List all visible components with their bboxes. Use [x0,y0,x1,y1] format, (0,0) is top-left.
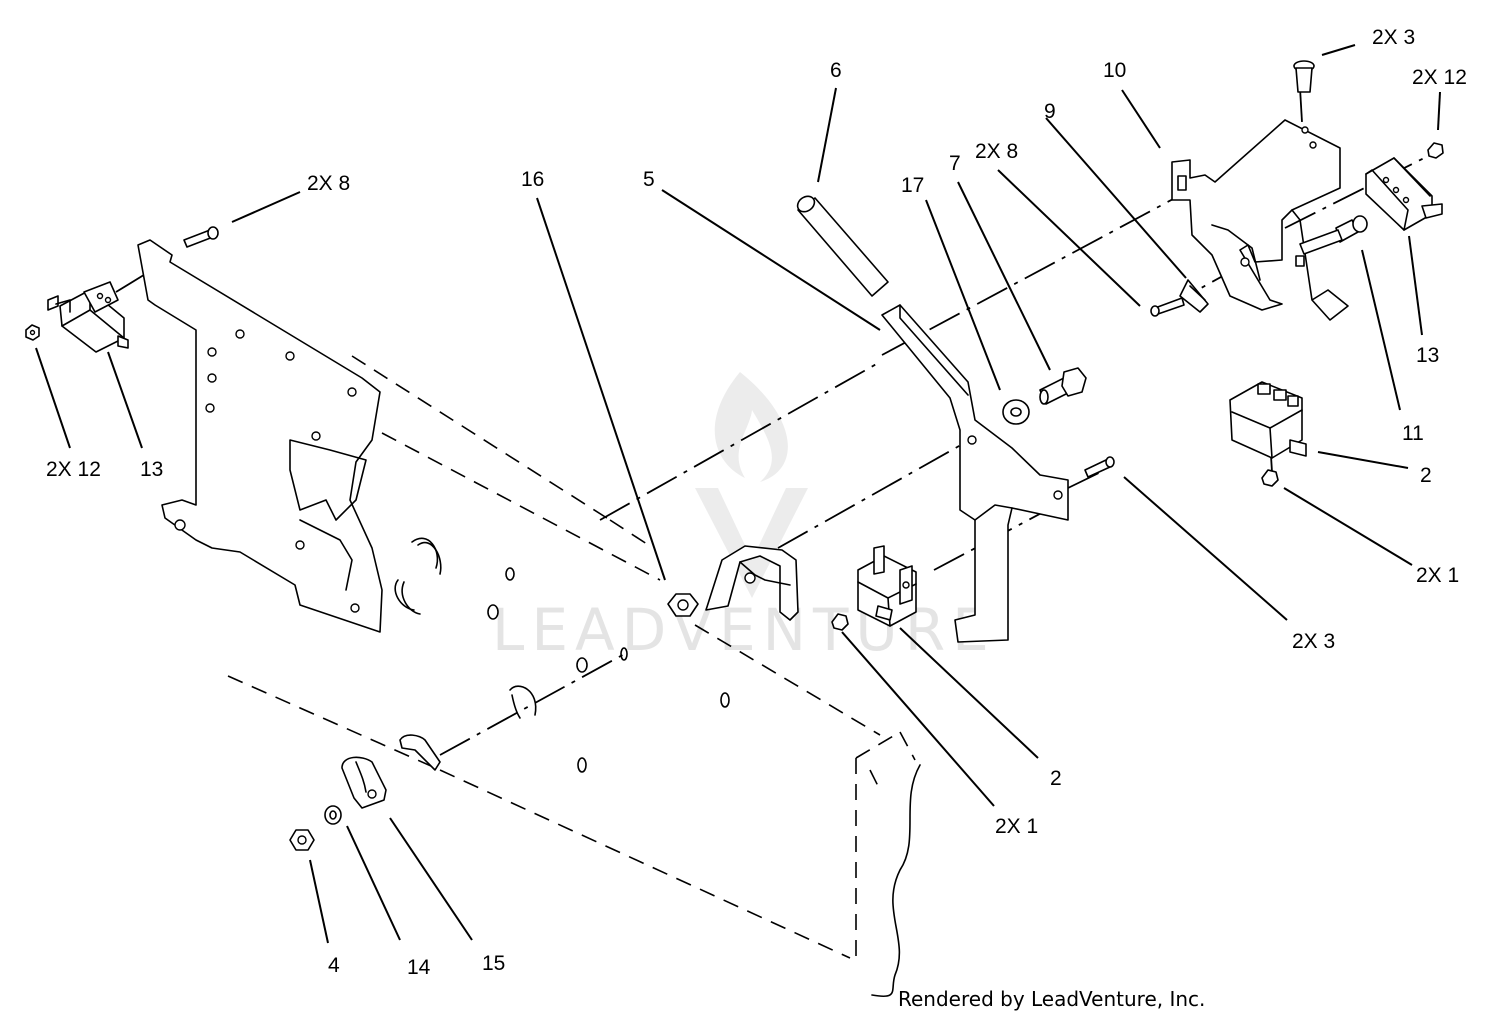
callout-2x12-left: 2X 12 [46,458,101,481]
callout-2x3-top: 2X 3 [1372,26,1415,49]
break-line [871,764,921,997]
nut-right-top [1427,142,1444,159]
nut-right-bottom [1261,469,1279,487]
bolt-left [183,226,219,248]
frame-outline-dashed [227,355,916,960]
wire-clip [399,734,441,771]
nut-mid [831,613,849,631]
callout-15: 15 [482,952,505,975]
callout-2x1-right: 2X 1 [1416,564,1459,587]
callout-11: 11 [1402,422,1424,445]
callout-2x8-left: 2X 8 [307,172,350,195]
leader-lines [35,44,1441,944]
callout-13-right: 13 [1416,344,1439,367]
callout-16: 16 [521,168,544,191]
bolt-7 [1039,367,1087,405]
nut-4 [289,829,315,851]
callout-2-mid: 2 [1050,767,1062,790]
callout-5: 5 [643,168,655,191]
bracket-10 [1171,119,1349,321]
callout-17: 17 [901,174,924,197]
frame-holes [394,537,730,773]
handle-grip [796,195,889,297]
switch-left [47,281,129,353]
watermark-v-icon [695,488,808,598]
bolt-8-mid [1150,297,1185,317]
credit-text: Rendered by LeadVenture, Inc. [898,987,1205,1011]
callout-9: 9 [1044,100,1056,123]
callout-2x3-mid: 2X 3 [1292,630,1335,653]
watermark-flame-icon [714,372,788,482]
callout-2x8-mid: 2X 8 [975,140,1018,163]
bolt-3-top [1293,60,1315,93]
leadventure-watermark: LEADVENTURE [492,372,989,664]
callout-10: 10 [1103,59,1126,82]
washer-14 [324,805,342,825]
callout-2x1-mid: 2X 1 [995,815,1038,838]
bolt-11 [1299,215,1368,255]
callout-7: 7 [949,152,961,175]
washer-17 [1002,399,1030,425]
nut-16 [667,593,699,617]
clip-9 [1179,279,1209,313]
left-side-plate [137,239,383,633]
bracket-16 [705,545,799,621]
nut-left [25,324,40,341]
callout-labels: 2X 3 2X 12 10 6 9 2X 8 7 17 5 16 2X 8 13… [46,26,1467,979]
callout-14: 14 [407,956,431,979]
switch-2-right [1229,381,1307,459]
alignment-lines [115,87,1441,756]
bolt-3-mid [1084,456,1115,478]
callout-2x12-right: 2X 12 [1412,66,1467,89]
switch-2-mid [857,545,917,627]
clamp-15 [341,756,387,809]
switch-right [1365,157,1443,231]
callout-6: 6 [830,59,842,82]
callout-2-right: 2 [1420,464,1432,487]
callout-13-left: 13 [140,458,163,481]
lever-arm [881,304,1069,643]
callout-4: 4 [328,954,340,977]
